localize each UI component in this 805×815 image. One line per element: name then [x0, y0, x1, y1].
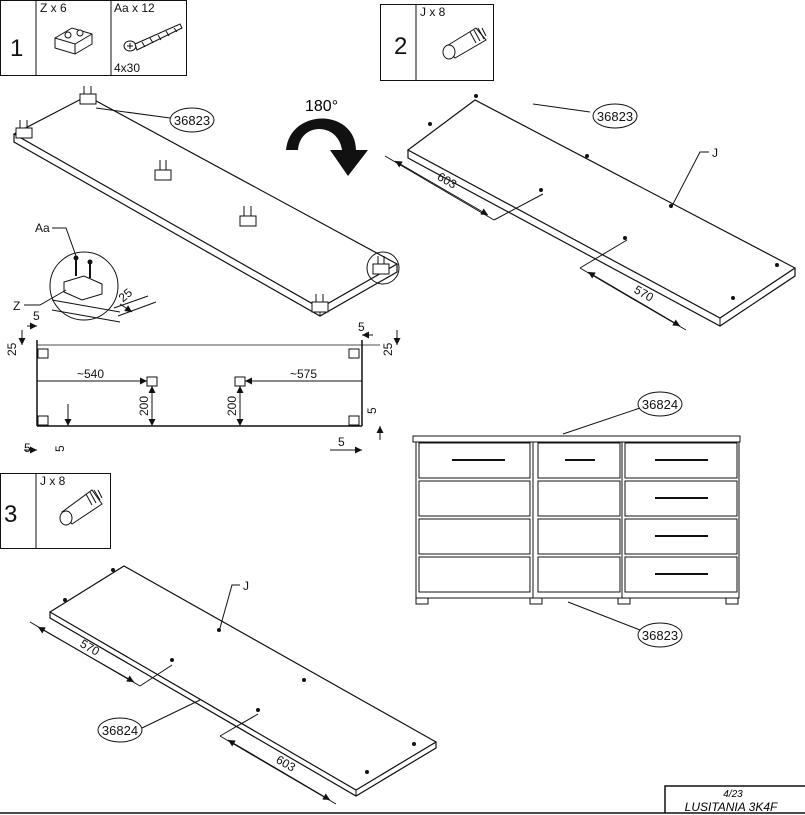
part-z-label: Z x 6 — [40, 1, 67, 15]
rotation-label: 180° — [305, 98, 338, 115]
rotate-arrow-icon — [286, 118, 368, 176]
dimension-540: ~540 — [77, 367, 104, 381]
part-aa-label: Aa x 12 — [114, 1, 155, 15]
callout-j-step3: J — [243, 579, 249, 593]
dimension-575: ~575 — [290, 367, 317, 381]
part-number-36824-front: 36824 — [642, 397, 678, 412]
dimension-5-top-right: 5 — [358, 320, 365, 334]
dimension-5-top-left: 5 — [33, 309, 40, 323]
step-2-header: 2 J x 8 — [380, 4, 494, 81]
dimension-step3-603: 603 — [274, 752, 299, 774]
callout-z: Z — [13, 299, 20, 313]
dimension-200-left: 200 — [137, 396, 151, 416]
dimension-5-bottom-right: 5 — [338, 435, 345, 449]
connector-detail: 25 — [49, 251, 157, 323]
part-number-36823-front: 36823 — [642, 628, 678, 643]
page-footer: 4/23 LUSITANIA 3K4F — [0, 785, 805, 814]
part-j-label-step2: J x 8 — [420, 5, 446, 19]
step-3-number: 3 — [4, 501, 17, 528]
dimension-5-bottom-left: 5 — [24, 441, 31, 455]
sideboard-front-view: 36824 36823 — [412, 391, 741, 648]
dowel-pin-icon — [442, 27, 487, 60]
part-number-36823-step2: 36823 — [597, 109, 633, 124]
callout-aa: Aa — [35, 221, 50, 235]
part-aa-size: 4x30 — [114, 61, 140, 75]
callout-j-step2: J — [712, 146, 718, 160]
dimension-25-left: 25 — [5, 342, 19, 356]
step1-board: 36823 — [12, 86, 400, 317]
dimension-5-right-bottom: 5 — [365, 407, 379, 414]
step2-board: 603 570 36823 J — [384, 94, 797, 331]
step3-board: 570 603 J 36824 — [29, 565, 438, 805]
connector-layout-diagram: ~540 ~575 200 200 5 25 5 25 5 5 5 5 — [5, 309, 401, 455]
part-j-label-step3: J x 8 — [40, 474, 66, 488]
dimension-step2-570: 570 — [632, 282, 657, 304]
dowel-pin-icon — [59, 489, 103, 526]
model-name: LUSITANIA 3K4F — [685, 800, 778, 814]
connector-block-icon — [54, 27, 93, 55]
screw-icon — [123, 23, 183, 52]
connector-block-icon — [15, 86, 390, 313]
step-3-header: 3 J x 8 — [0, 473, 111, 549]
dimension-25-right: 25 — [381, 342, 395, 356]
page-number: 4/23 — [723, 789, 743, 800]
dimension-200-right: 200 — [225, 396, 239, 416]
step-1-number: 1 — [10, 35, 23, 62]
step-1-header: 1 Z x 6 Aa x 12 4x30 — [0, 0, 187, 76]
part-number-36824-step3: 36824 — [102, 723, 138, 738]
part-number-36823: 36823 — [174, 113, 210, 128]
step-2-number: 2 — [394, 33, 407, 60]
dimension-5-bottom-inner: 5 — [53, 445, 67, 452]
